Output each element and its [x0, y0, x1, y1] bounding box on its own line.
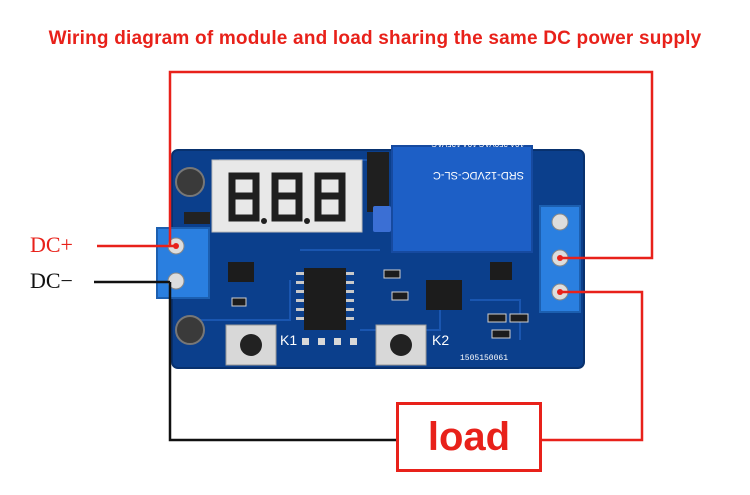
diagram-title: Wiring diagram of module and load sharin…	[48, 28, 702, 49]
button-k1-cap	[240, 334, 262, 356]
diode	[184, 212, 210, 224]
wire-no-to-load	[542, 290, 644, 442]
relay-label-block: SRD-12VDC-SL-C 10A 250VAC 10A 125VAC 10A…	[404, 98, 524, 202]
button-k2-cap	[390, 334, 412, 356]
optocoupler	[426, 280, 462, 310]
capacitor-bottom	[175, 315, 205, 345]
relay-rating-1: 10A 250VAC 10A 125VAC	[431, 139, 524, 148]
ic-chip	[304, 268, 346, 330]
ic-pins	[296, 272, 354, 320]
smd-resistors	[231, 269, 529, 339]
relay-screw-nc	[551, 213, 569, 231]
wire-dcplus-to-com	[168, 70, 654, 260]
power-terminal	[156, 227, 210, 299]
black-component	[367, 152, 389, 212]
relay-rating-2: 10A 30VDC 10A 28VDC	[438, 109, 524, 118]
wire-dcminus-to-load	[168, 282, 396, 442]
wires	[94, 70, 654, 442]
capacitor-top	[175, 167, 205, 197]
load-box: load	[396, 402, 542, 472]
yellow-capacitor	[373, 206, 391, 232]
serial-label: 1505150061	[460, 354, 509, 363]
k1-label: K1	[280, 332, 298, 348]
test-pads	[302, 338, 357, 345]
display-digits	[228, 172, 346, 222]
transistor-right	[490, 262, 512, 280]
relay-model: SRD-12VDC-SL-C	[432, 169, 524, 181]
dc-plus-label: DC+	[30, 232, 73, 257]
relay	[391, 145, 533, 253]
k2-label: K2	[432, 332, 450, 348]
dc-minus-label: DC−	[30, 268, 73, 293]
transistor-left	[228, 262, 254, 282]
load-label: load	[427, 414, 511, 459]
